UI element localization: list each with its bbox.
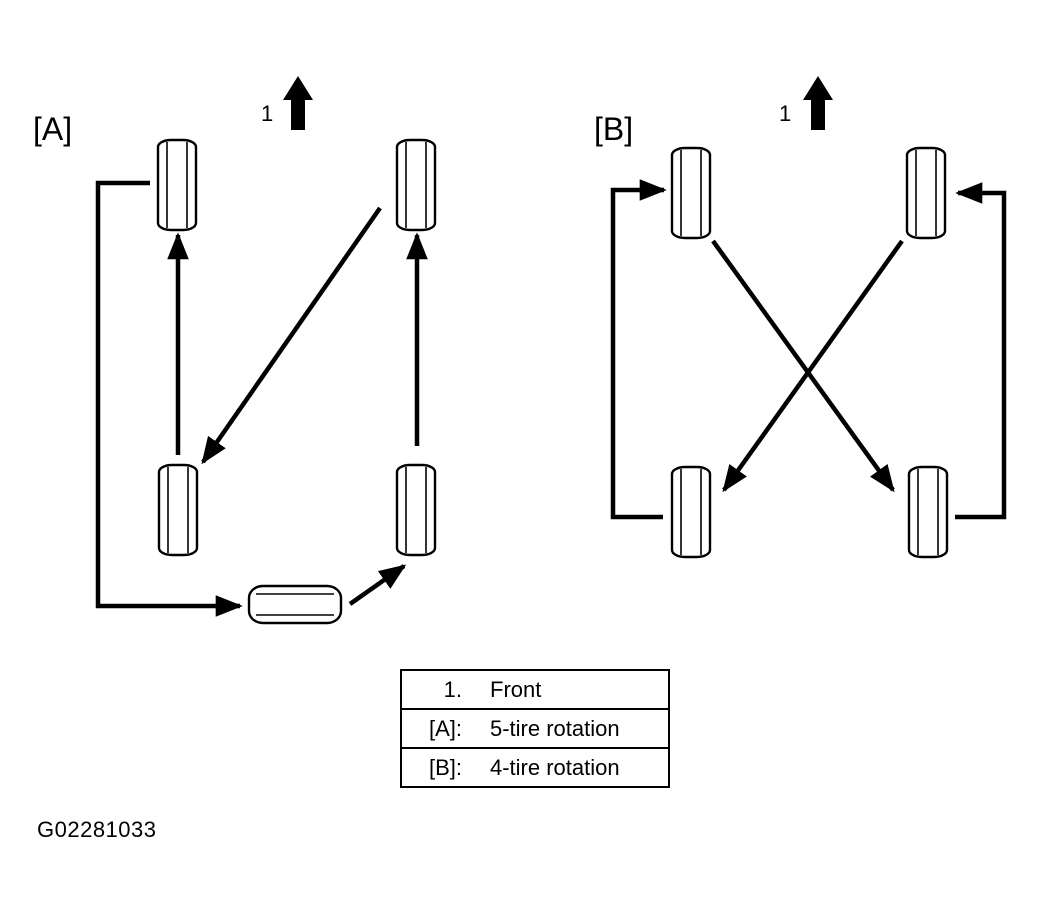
legend-key: [B]: — [400, 747, 470, 788]
legend-row: [A]: 5-tire rotation — [400, 708, 670, 749]
tire-spare — [247, 584, 343, 625]
legend-desc: 4-tire rotation — [470, 747, 670, 788]
tire-rear-left — [157, 463, 199, 557]
legend-key: [A]: — [400, 708, 470, 749]
legend-row: 1. Front — [400, 669, 670, 710]
arrow-rear-left-to-front-left — [610, 179, 667, 520]
tire-front-right — [905, 146, 947, 240]
tire-front-left — [670, 146, 712, 240]
arrow-rear-right-to-front-right — [955, 182, 1007, 520]
arrow-front-right-to-rear-left — [722, 239, 904, 493]
tire-front-right — [395, 138, 437, 232]
arrow-spare-to-rear-right — [348, 564, 407, 606]
legend-row: [B]: 4-tire rotation — [400, 747, 670, 788]
legend-key: 1. — [400, 669, 470, 710]
tire-rear-right — [395, 463, 437, 557]
tire-rear-left — [670, 465, 712, 559]
tire-front-left — [156, 138, 198, 232]
arrow-front-right-to-rear-left — [201, 206, 382, 465]
legend-desc: Front — [470, 669, 670, 710]
panel-b: [B] 1 — [594, 76, 1007, 559]
arrow-front-left-to-spare — [95, 180, 243, 617]
legend-desc: 5-tire rotation — [470, 708, 670, 749]
figure-code: G02281033 — [37, 817, 157, 842]
panel-a: [A] 1 — [33, 76, 437, 625]
front-arrow-icon — [283, 76, 313, 130]
front-arrow-icon — [803, 76, 833, 130]
panel-b-front-number: 1 — [779, 101, 791, 126]
panel-a-front-number: 1 — [261, 101, 273, 126]
legend-table: 1. Front [A]: 5-tire rotation [B]: 4-tir… — [400, 669, 670, 788]
panel-a-tag: [A] — [33, 111, 72, 147]
arrow-front-left-to-rear-right — [711, 239, 895, 493]
panel-b-tag: [B] — [594, 111, 633, 147]
tire-rear-right — [907, 465, 949, 559]
